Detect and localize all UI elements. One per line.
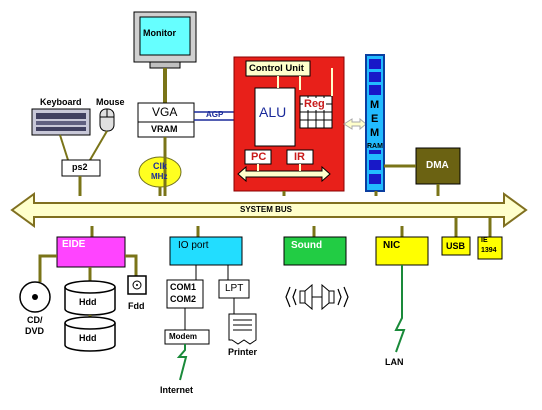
ram-label: RAM xyxy=(367,143,383,150)
cd-label-line1: CD/ xyxy=(27,315,43,325)
clock-label-bottom: MHz xyxy=(151,172,168,181)
ieee-box xyxy=(477,236,503,260)
internet-link xyxy=(176,344,188,381)
hdd-icon-bottom xyxy=(64,316,116,352)
mouse-label: Mouse xyxy=(96,97,125,107)
lan-link xyxy=(394,265,406,353)
hdd-icon-top xyxy=(64,280,116,316)
alu-box xyxy=(254,87,296,147)
mouse-icon xyxy=(99,108,115,132)
hdd-label-top: Hdd xyxy=(79,297,97,307)
speaker-icon xyxy=(285,283,349,311)
agp-label: AGP xyxy=(206,110,224,119)
system-bus-label: SYSTEM BUS xyxy=(240,205,293,214)
com2-label: COM2 xyxy=(170,294,197,304)
vga-label: VGA xyxy=(152,105,178,119)
nic-box xyxy=(375,236,429,266)
keyboard-label: Keyboard xyxy=(40,97,82,107)
fdd-icon xyxy=(127,275,147,295)
usb-box xyxy=(441,236,471,256)
pc-label: PC xyxy=(251,151,267,163)
ps2-label: ps2 xyxy=(72,162,88,172)
lpt-label: LPT xyxy=(225,283,244,294)
cpu-internal-bus xyxy=(237,165,331,183)
mem-letter-3: M xyxy=(370,127,380,139)
eide-box xyxy=(56,236,126,268)
cpu-memory-link xyxy=(343,117,367,131)
monitor-label: Monitor xyxy=(143,28,176,38)
ir-label: IR xyxy=(294,151,305,163)
vga-box xyxy=(137,102,195,138)
sound-box xyxy=(283,236,347,266)
cd-label-line2: DVD xyxy=(25,326,45,336)
hdd-label-bottom: Hdd xyxy=(79,333,97,343)
nic-label: NIC xyxy=(383,240,401,251)
mem-letter-2: E xyxy=(371,113,379,125)
reg-label: Reg xyxy=(303,98,326,110)
control-unit-label: Control Unit xyxy=(249,63,304,74)
keyboard-icon xyxy=(31,108,91,136)
ieee-label-line1: IE xyxy=(481,237,488,244)
eide-label: EIDE xyxy=(62,239,86,250)
io-port-label: IO port xyxy=(178,240,209,251)
usb-label: USB xyxy=(446,241,466,251)
memory-column xyxy=(365,54,385,192)
modem-box xyxy=(164,329,210,345)
vram-label: VRAM xyxy=(151,124,178,134)
internet-label: Internet xyxy=(160,385,194,395)
ieee-label-line2: 1394 xyxy=(481,247,497,254)
dma-label: DMA xyxy=(426,160,449,171)
mouse-ps2-link xyxy=(89,130,108,161)
printer-label: Printer xyxy=(228,347,258,357)
mem-letter-1: M xyxy=(370,99,380,111)
clock-label-top: Clk xyxy=(153,161,168,171)
sound-label: Sound xyxy=(291,240,323,251)
com-box xyxy=(166,279,204,309)
lan-label: LAN xyxy=(385,357,404,367)
printer-icon xyxy=(228,313,257,345)
io-port-box xyxy=(169,236,243,266)
modem-label: Modem xyxy=(169,332,197,341)
keyboard-ps2-link xyxy=(59,134,69,161)
alu-label: ALU xyxy=(259,104,287,120)
cd-icon xyxy=(19,281,51,313)
dma-box xyxy=(415,147,461,185)
com1-label: COM1 xyxy=(170,282,197,292)
monitor-icon xyxy=(133,11,197,69)
system-bus xyxy=(10,192,528,228)
fdd-label: Fdd xyxy=(128,301,145,311)
